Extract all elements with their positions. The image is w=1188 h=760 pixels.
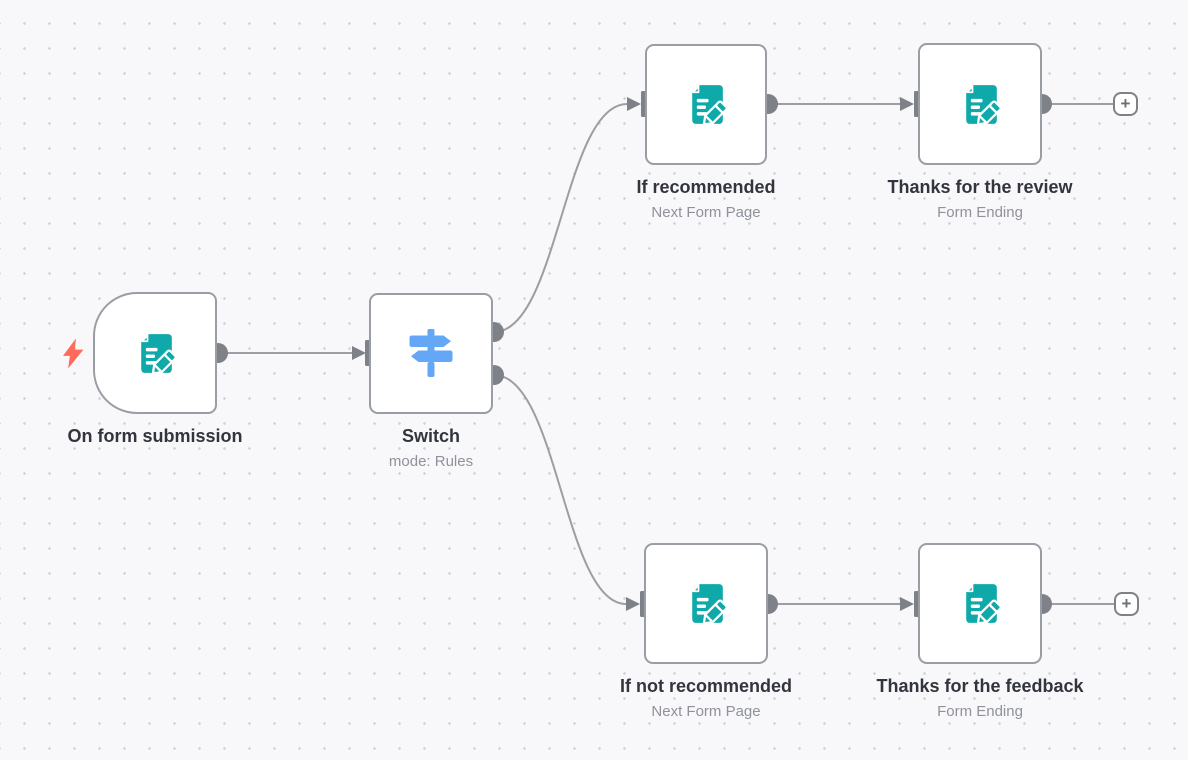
node-subtitle: Next Form Page xyxy=(651,703,761,720)
node-title: If not recommended xyxy=(619,676,793,696)
node-if-recommended: If recommended Next Form Page xyxy=(556,44,856,221)
node-switch: Switch mode: Rules xyxy=(281,293,581,470)
node-subtitle: mode: Rules xyxy=(388,453,474,470)
node-title: Thanks for the feedback xyxy=(876,676,1084,696)
node-box-thanks-for-the-review[interactable] xyxy=(918,43,1042,165)
add-node-plus-button[interactable]: + xyxy=(1114,592,1139,616)
node-on-form-submission: On form submission xyxy=(5,292,305,447)
node-box-thanks-for-the-feedback[interactable] xyxy=(918,543,1042,664)
form-pen-icon xyxy=(682,80,731,129)
form-pen-icon xyxy=(682,579,731,628)
node-if-not-recommended: If not recommended Next Form Page xyxy=(556,543,856,720)
node-box-switch[interactable] xyxy=(369,293,493,414)
signpost-icon xyxy=(408,329,454,379)
node-box-on-form-submission[interactable] xyxy=(93,292,217,414)
node-box-if-not-recommended[interactable] xyxy=(644,543,768,664)
form-pen-icon xyxy=(131,329,180,378)
node-thanks-for-the-feedback: Thanks for the feedback Form Ending xyxy=(830,543,1130,720)
add-node-plus-button[interactable]: + xyxy=(1113,92,1138,116)
node-subtitle: Next Form Page xyxy=(651,204,761,221)
plus-icon: + xyxy=(1121,593,1132,613)
node-subtitle: Form Ending xyxy=(937,703,1023,720)
form-pen-icon xyxy=(956,80,1005,129)
node-title: Thanks for the review xyxy=(887,177,1073,197)
node-thanks-for-the-review: Thanks for the review Form Ending xyxy=(830,43,1130,221)
node-subtitle: Form Ending xyxy=(937,204,1023,221)
node-title: On form submission xyxy=(67,426,243,446)
node-title: Switch xyxy=(401,426,460,446)
node-box-if-recommended[interactable] xyxy=(645,44,767,165)
plus-icon: + xyxy=(1120,93,1131,113)
form-pen-icon xyxy=(956,579,1005,628)
node-title: If recommended xyxy=(636,177,776,197)
